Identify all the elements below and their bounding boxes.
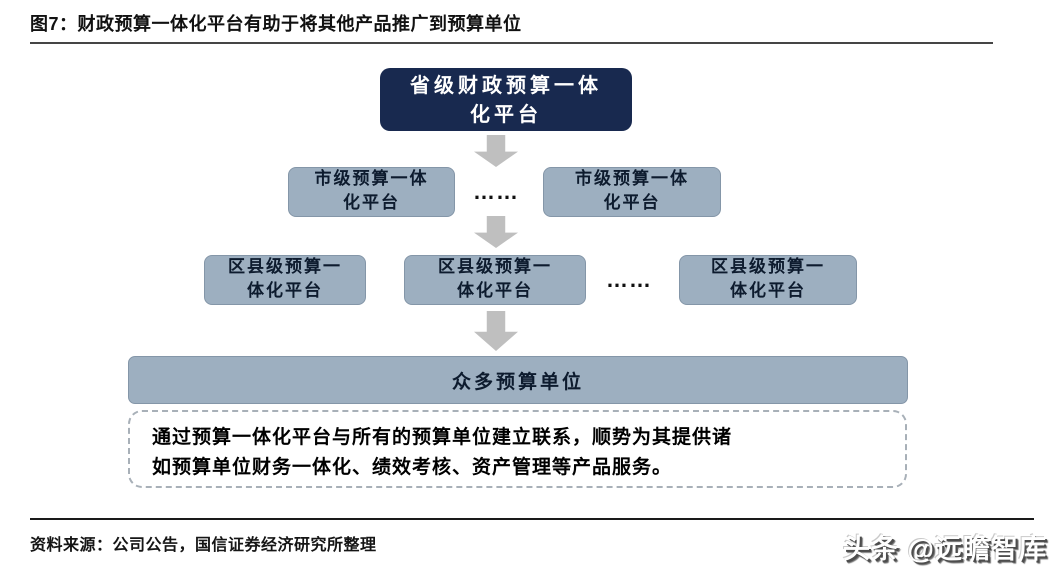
district-platform-label-line1: 区县级预算一 (228, 257, 342, 278)
down-arrow-icon (474, 216, 518, 248)
district-platform-box-3: 区县级预算一 体化平台 (679, 255, 857, 305)
down-arrow-icon (474, 135, 518, 167)
district-platform-label-line2: 体化平台 (247, 281, 323, 301)
district-platform-label-line1: 区县级预算一 (711, 257, 825, 278)
source-note: 资料来源：公司公告，国信证券经济研究所整理 (30, 537, 377, 554)
city-platform-label-line2: 化平台 (343, 193, 400, 213)
city-platform-label-line2: 化平台 (603, 193, 661, 213)
city-platform-label-line1: 市级预算一体 (575, 169, 689, 190)
district-platform-label-line2: 体化平台 (730, 281, 806, 301)
title-divider (30, 42, 993, 44)
note-box: 通过预算一体化平台与所有的预算单位建立联系，顺势为其提供诸 如预算单位财务一体化… (128, 410, 907, 488)
district-platform-label-line1: 区县级预算一 (438, 257, 552, 278)
provincial-platform-box: 省级财政预算一体 化平台 (380, 68, 632, 131)
district-platform-box-1: 区县级预算一 体化平台 (204, 255, 366, 305)
watermark-toutiao-yuanzhan: 头条 @远瞻智库 (843, 534, 1047, 564)
city-platform-box-right: 市级预算一体 化平台 (543, 167, 721, 217)
bottom-divider (30, 518, 1034, 520)
note-line1: 通过预算一体化平台与所有的预算单位建立联系，顺势为其提供诸 (152, 426, 733, 448)
district-platform-label-line2: 体化平台 (457, 281, 533, 301)
budget-units-label: 众多预算单位 (451, 370, 584, 393)
down-arrow-icon (474, 311, 518, 351)
provincial-platform-label-line1: 省级财政预算一体 (410, 72, 602, 97)
provincial-platform-label-line2: 化平台 (470, 101, 542, 126)
ellipsis-city-row: …… (473, 179, 519, 204)
district-platform-box-2: 区县级预算一 体化平台 (404, 255, 586, 305)
note-line2: 如预算单位财务一体化、绩效考核、资产管理等产品服务。 (152, 456, 673, 479)
figure-title: 图7：财政预算一体化平台有助于将其他产品推广到预算单位 (30, 14, 522, 34)
ellipsis-district-row: …… (606, 267, 652, 292)
budget-units-bar: 众多预算单位 (128, 356, 908, 404)
city-platform-box-left: 市级预算一体 化平台 (288, 167, 455, 217)
city-platform-label-line1: 市级预算一体 (314, 169, 429, 190)
